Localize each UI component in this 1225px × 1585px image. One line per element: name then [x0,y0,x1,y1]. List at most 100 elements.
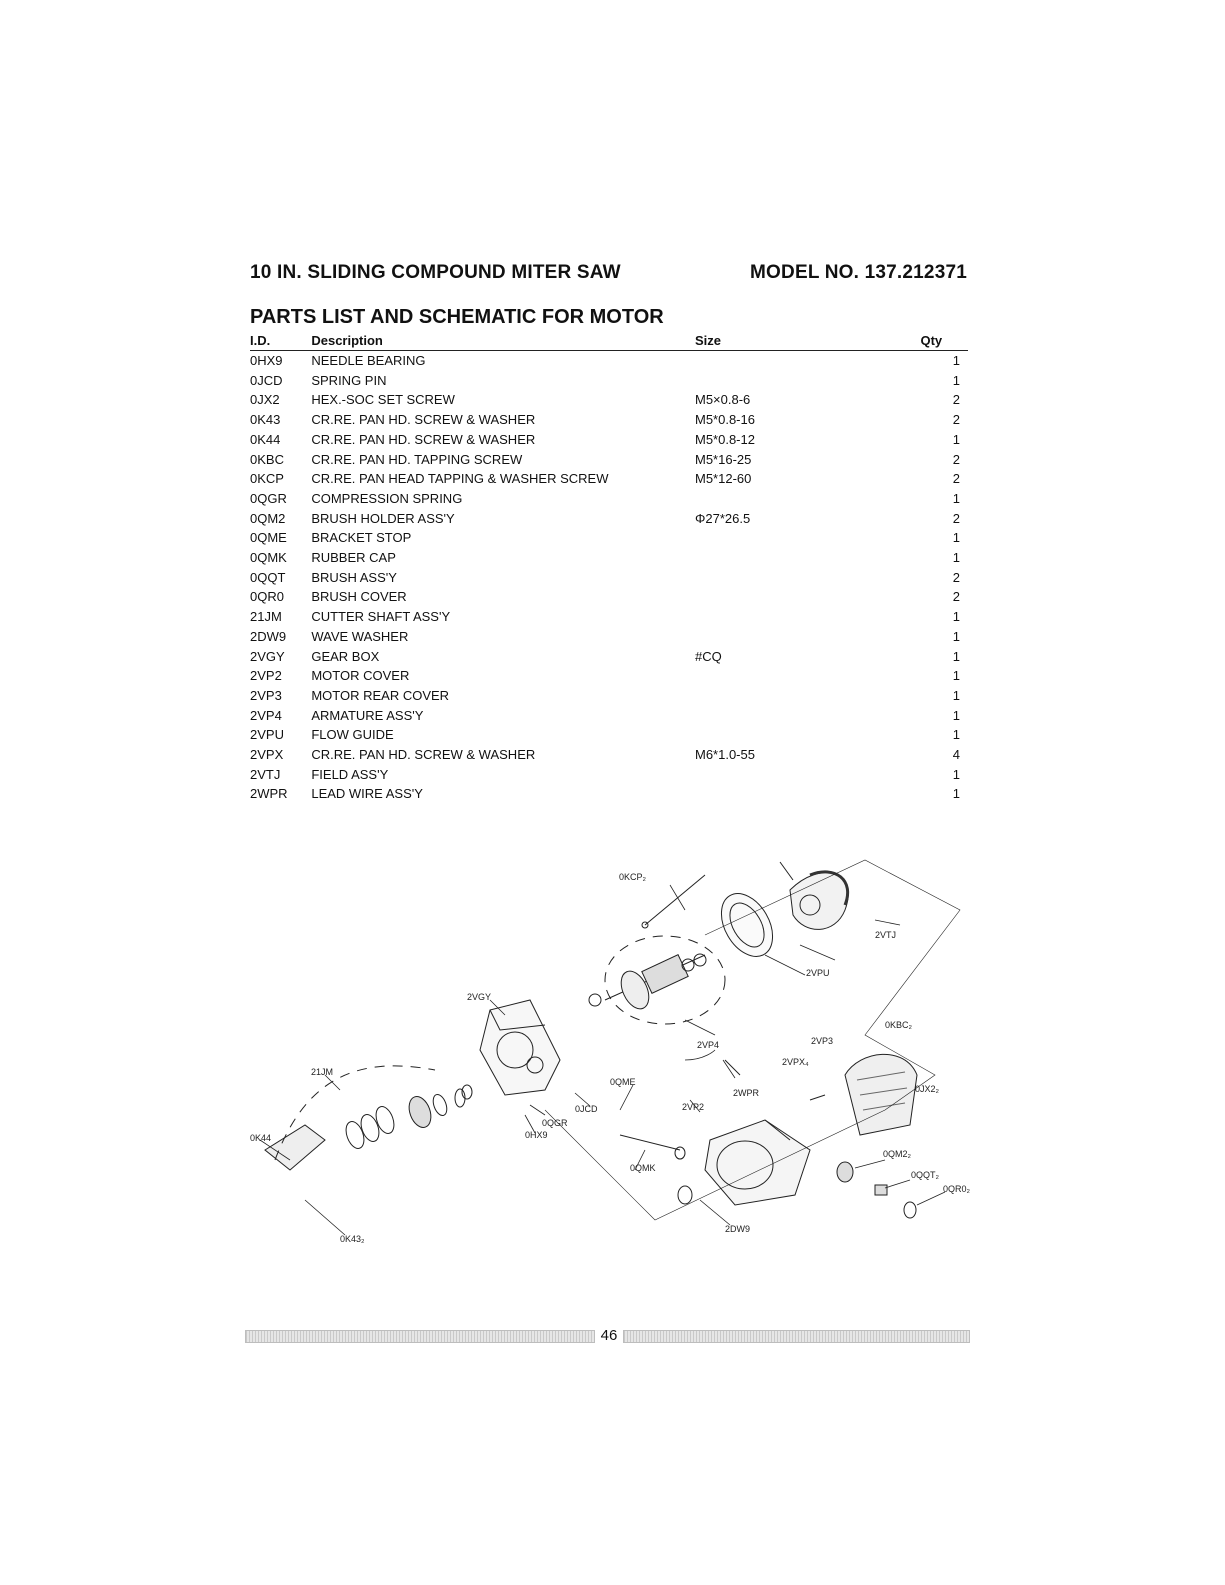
table-row: 0QQT BRUSH ASS'Y 2 [250,568,968,588]
cell-qty: 1 [952,372,960,388]
cell-qty: 2 [952,569,960,585]
label-2vpx: 2VPX₄ [782,1057,809,1067]
cell-size: M5*12-60 [694,471,752,487]
page-footer: 46 [245,1327,970,1344]
cell-id: 2VPX [250,747,284,763]
column-header-id: I.D. [250,330,312,351]
cell-size: M5*0.8-16 [694,412,755,428]
cell-id: 0QM2 [250,510,286,526]
flow-guide-drawing [720,893,774,957]
footer-bar-left [245,1330,595,1343]
cell-id: 0KBC [250,451,284,467]
cell-qty: 1 [952,668,960,684]
cell-size [695,607,920,627]
cell-qty: 1 [952,648,960,664]
cell-size [695,528,920,548]
label-2wpr: 2WPR [733,1088,760,1098]
label-0k43: 0K43₂ [340,1234,365,1244]
motor-schematic-diagram: 0KCP₂ 2VTJ 2VPU 2VGY 2VP4 0KBC₂ 2VP3 2VP… [250,859,971,1244]
table-header-row: I.D. Description Size Qty [250,330,968,351]
cell-description: FLOW GUIDE [311,727,394,743]
table-row: 2WPR LEAD WIRE ASS'Y 1 [250,784,968,804]
label-2vpu: 2VPU [806,968,830,978]
label-0jcd: 0JCD [575,1104,598,1114]
cell-id: 2DW9 [250,628,287,644]
cell-qty: 4 [952,747,960,763]
cell-id: 0QMK [250,550,287,566]
cell-description: CR.RE. PAN HD. TAPPING SCREW [311,451,523,467]
label-0kcp: 0KCP₂ [619,872,647,882]
cell-id: 2VP2 [250,668,282,684]
cell-description: ARMATURE ASS'Y [311,707,424,723]
cell-description: CR.RE. PAN HD. SCREW & WASHER [311,747,536,763]
cell-id: 2WPR [250,786,288,802]
cell-qty: 1 [952,431,960,447]
motor-rear-cover-drawing [844,1053,918,1136]
cell-qty: 1 [952,609,960,625]
cell-size [695,725,920,745]
cell-description: WAVE WASHER [311,628,409,644]
cell-description: HEX.-SOC SET SCREW [311,392,455,408]
cell-size: Φ27*26.5 [694,510,751,526]
cell-description: BRUSH ASS'Y [311,569,397,585]
label-2vp2: 2VP2 [682,1102,704,1112]
label-2vp4: 2VP4 [697,1040,719,1050]
field-assembly-drawing [779,861,849,930]
small-parts-drawing [461,874,826,1205]
cell-description: SPRING PIN [311,372,387,388]
cell-id: 0QQT [250,569,286,585]
cell-size [695,706,920,726]
cell-description: NEEDLE BEARING [311,353,426,368]
document-title: 10 IN. SLIDING COMPOUND MITER SAW [250,262,621,283]
page-number: 46 [600,1327,618,1344]
cell-size [695,666,920,686]
cell-qty: 1 [952,707,960,723]
label-2dw9: 2DW9 [725,1224,750,1234]
cell-id: 2VGY [250,648,285,664]
cell-id: 21JM [250,609,282,625]
column-header-qty: Qty [920,330,968,351]
cell-id: 2VTJ [250,766,281,782]
brush-assembly-drawing [836,1161,917,1219]
cell-description: MOTOR COVER [311,668,410,684]
label-2vtj: 2VTJ [875,930,896,940]
armature-drawing [588,935,726,1025]
cell-id: 0QR0 [250,589,284,605]
label-0qm2: 0QM2₂ [883,1149,912,1159]
cell-description: CR.RE. PAN HEAD TAPPING & WASHER SCREW [311,471,609,487]
label-2vp3: 2VP3 [811,1036,833,1046]
cell-id: 2VPU [250,727,284,743]
cell-qty: 2 [952,589,960,605]
label-0k44: 0K44 [250,1133,271,1143]
cell-id: 0K43 [250,412,281,428]
cell-size [695,548,920,568]
cell-qty: 2 [952,412,960,428]
section-title: PARTS LIST AND SCHEMATIC FOR MOTOR [250,306,664,328]
cell-id: 2VP3 [250,687,282,703]
cell-qty: 2 [952,471,960,487]
cell-qty: 2 [952,510,960,526]
cell-qty: 1 [952,766,960,782]
label-0qqt: 0QQT₂ [911,1170,940,1180]
cell-description: BRUSH COVER [311,589,407,605]
cell-size: M6*1.0-55 [694,747,755,763]
cell-size [695,784,920,804]
cell-qty: 1 [952,687,960,703]
cell-description: LEAD WIRE ASS'Y [311,786,423,802]
cell-qty: 1 [952,786,960,802]
cell-size [695,489,920,509]
footer-bar-right [623,1330,970,1343]
label-0jx2: 0JX2₂ [915,1084,940,1094]
cell-id: 0K44 [250,431,281,447]
